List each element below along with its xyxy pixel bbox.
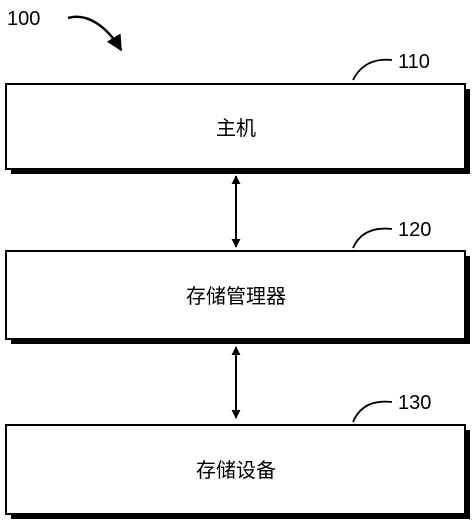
block-host: 主机 110 (5, 51, 470, 174)
figure-ref-arrow (67, 15, 123, 52)
block-storage-manager-ref: 120 (398, 219, 431, 241)
block-storage-device: 存储设备 130 (5, 392, 470, 519)
block-storage-manager-box (5, 250, 466, 340)
block-storage-device-box (5, 424, 466, 515)
block-host-label: 主机 (216, 116, 256, 140)
block-host-ref: 110 (398, 51, 430, 73)
figure-ref-numeral: 100 (7, 8, 40, 30)
block-storage-device-ref: 130 (398, 392, 431, 414)
block-storage-device-label: 存储设备 (196, 458, 276, 482)
block-host-box (5, 83, 466, 170)
block-storage-manager-leader (352, 227, 393, 249)
block-storage-device-leader (352, 400, 393, 423)
block-storage-manager: 存储管理器 120 (5, 219, 470, 344)
block-storage-manager-label: 存储管理器 (186, 284, 286, 308)
block-host-leader (352, 58, 393, 81)
